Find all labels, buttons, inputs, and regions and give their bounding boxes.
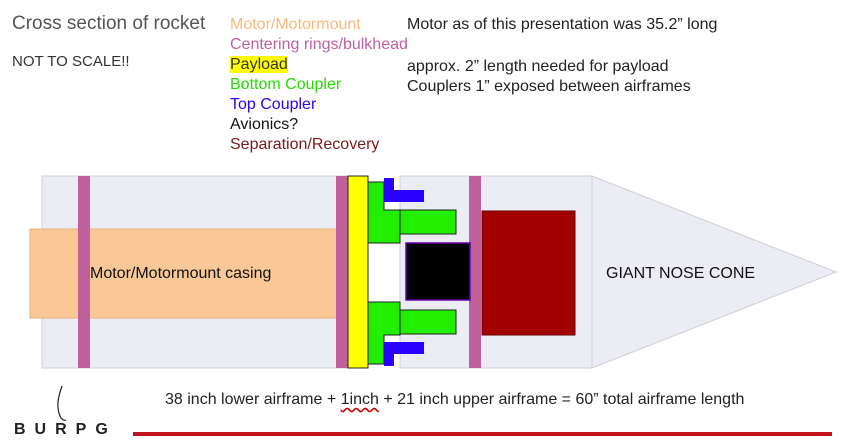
centering-ring-upper: [469, 176, 481, 368]
legend-item-label: Centering rings/bulkhead: [230, 36, 408, 53]
page-title: Cross section of rocket: [12, 13, 206, 34]
nose-cone-label: GIANT NOSE CONE: [606, 265, 755, 282]
legend-item: Separation/Recovery: [230, 135, 408, 155]
legend-item: Avionics?: [230, 115, 408, 135]
legend-item: Bottom Coupler: [230, 75, 408, 95]
nose-cone: [591, 175, 838, 369]
airframe-length-caption: 38 inch lower airframe + 1inch + 21 inch…: [165, 390, 744, 410]
legend-item-label: Top Coupler: [230, 96, 317, 113]
legend-item-label: Motor/Motormount: [230, 16, 361, 33]
recovery-bay: [481, 210, 576, 336]
centering-ring-forward: [336, 176, 348, 368]
subtitle: NOT TO SCALE!!: [12, 53, 130, 70]
legend-item-label: Payload: [230, 56, 288, 73]
legend-item: Top Coupler: [230, 95, 408, 115]
note-payload-length: approx. 2” length needed for payload: [407, 58, 669, 75]
legend-item-label: Bottom Coupler: [230, 76, 342, 93]
avionics-bay: [405, 242, 471, 301]
logo-mark-icon: [57, 385, 67, 421]
top-coupler-top: [384, 178, 424, 202]
legend-item-label: Separation/Recovery: [230, 136, 380, 153]
caption-part-1: 38 inch lower airframe +: [165, 391, 341, 408]
centering-ring-aft: [78, 176, 90, 368]
burpg-logo: BURPG: [14, 421, 117, 438]
footer-rule: [133, 432, 832, 436]
note-coupler-exposure: Couplers 1” exposed between airframes: [407, 78, 691, 95]
legend-item: Motor/Motormount: [230, 15, 408, 35]
legend-item: Centering rings/bulkhead: [230, 35, 408, 55]
note-motor-length: Motor as of this presentation was 35.2” …: [407, 16, 718, 33]
motor-casing-label: Motor/Motormount casing: [90, 265, 271, 282]
legend-item: Payload: [230, 55, 408, 75]
bottom-coupler-bottom: [367, 301, 401, 365]
payload-block: [347, 175, 369, 369]
top-coupler-bottom: [384, 342, 424, 366]
legend-item-label: Avionics?: [230, 116, 299, 133]
bottom-coupler-flange-top: [399, 209, 457, 235]
bottom-coupler-flange-bottom: [399, 309, 457, 335]
caption-underlined-value: 1inch: [340, 391, 379, 408]
caption-part-2: + 21 inch upper airframe = 60” total air…: [378, 391, 745, 408]
